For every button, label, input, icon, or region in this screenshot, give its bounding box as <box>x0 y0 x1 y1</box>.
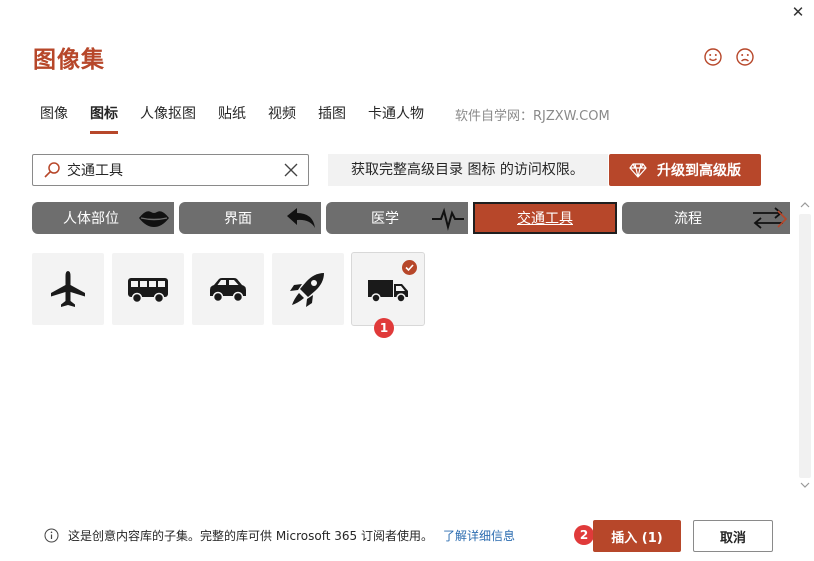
clear-search-icon[interactable] <box>284 163 298 177</box>
airplane-icon <box>51 271 85 307</box>
reply-arrow-icon <box>287 208 315 228</box>
smile-icon[interactable] <box>703 47 723 67</box>
tab-bar: 图像 图标 人像抠图 贴纸 视频 插图 卡通人物 <box>40 104 446 136</box>
tab-stickers[interactable]: 贴纸 <box>218 106 246 122</box>
tab-icons[interactable]: 图标 <box>90 104 118 134</box>
premium-message: 获取完整高级目录 图标 的访问权限。 <box>328 154 608 186</box>
bus-icon <box>128 278 168 304</box>
icon-tile-airplane[interactable] <box>32 253 104 325</box>
icon-tile-car[interactable] <box>192 253 264 325</box>
heartbeat-icon <box>432 207 464 231</box>
tab-illustrations[interactable]: 插图 <box>318 106 346 122</box>
watermark-text: 软件自学网：RJZXW.COM <box>455 109 610 124</box>
rocket-icon <box>290 273 324 307</box>
learn-more-link[interactable]: 了解详细信息 <box>442 529 515 543</box>
car-icon <box>210 278 246 303</box>
truck-icon <box>368 280 408 303</box>
close-button[interactable]: ✕ <box>790 4 806 20</box>
dialog-title: 图像集 <box>33 47 105 73</box>
search-box <box>32 154 309 186</box>
diamond-icon <box>629 163 647 178</box>
info-icon <box>44 528 59 543</box>
icon-tile-truck[interactable] <box>351 252 425 326</box>
category-label: 医学 <box>371 211 399 227</box>
search-icon <box>44 162 60 178</box>
category-label: 交通工具 <box>517 211 573 227</box>
scroll-down-icon[interactable] <box>800 480 810 490</box>
search-input[interactable] <box>67 162 267 178</box>
category-interface[interactable]: 界面 <box>179 202 321 234</box>
library-info-text: 这是创意内容库的子集。完整的库可供 Microsoft 365 订阅者使用。 <box>68 529 433 543</box>
insert-button[interactable]: 插入 (1) <box>593 520 681 552</box>
scrollbar[interactable] <box>797 200 814 500</box>
step-badge-2: 2 <box>574 525 594 545</box>
chevron-right-icon[interactable] <box>775 209 789 229</box>
tab-images[interactable]: 图像 <box>40 106 68 122</box>
upgrade-button-label: 升级到高级版 <box>657 163 741 179</box>
step-badge-1: 1 <box>374 318 394 338</box>
category-transportation[interactable]: 交通工具 <box>473 202 617 234</box>
upgrade-button[interactable]: 升级到高级版 <box>609 154 761 186</box>
lips-icon <box>139 211 169 227</box>
close-icon: ✕ <box>791 3 805 21</box>
category-label: 人体部位 <box>63 211 119 227</box>
frown-icon[interactable] <box>735 47 755 67</box>
cancel-button[interactable]: 取消 <box>693 520 773 552</box>
tab-cartoon-people[interactable]: 卡通人物 <box>368 106 424 122</box>
selected-check-icon <box>402 260 417 275</box>
scroll-track[interactable] <box>799 214 811 478</box>
icon-tile-rocket[interactable] <box>272 253 344 325</box>
scroll-up-icon[interactable] <box>800 200 810 210</box>
category-label: 界面 <box>224 211 252 227</box>
footer-info: 这是创意内容库的子集。完整的库可供 Microsoft 365 订阅者使用。 了… <box>44 527 515 544</box>
category-body-parts[interactable]: 人体部位 <box>32 202 174 234</box>
icon-tile-bus[interactable] <box>112 253 184 325</box>
category-medical[interactable]: 医学 <box>326 202 468 234</box>
category-process[interactable]: 流程 <box>622 202 790 234</box>
category-carousel: 人体部位 界面 医学 交通工具 流程 <box>32 202 790 234</box>
tab-videos[interactable]: 视频 <box>268 106 296 122</box>
category-label: 流程 <box>674 211 702 227</box>
tab-cutout-people[interactable]: 人像抠图 <box>140 106 196 122</box>
